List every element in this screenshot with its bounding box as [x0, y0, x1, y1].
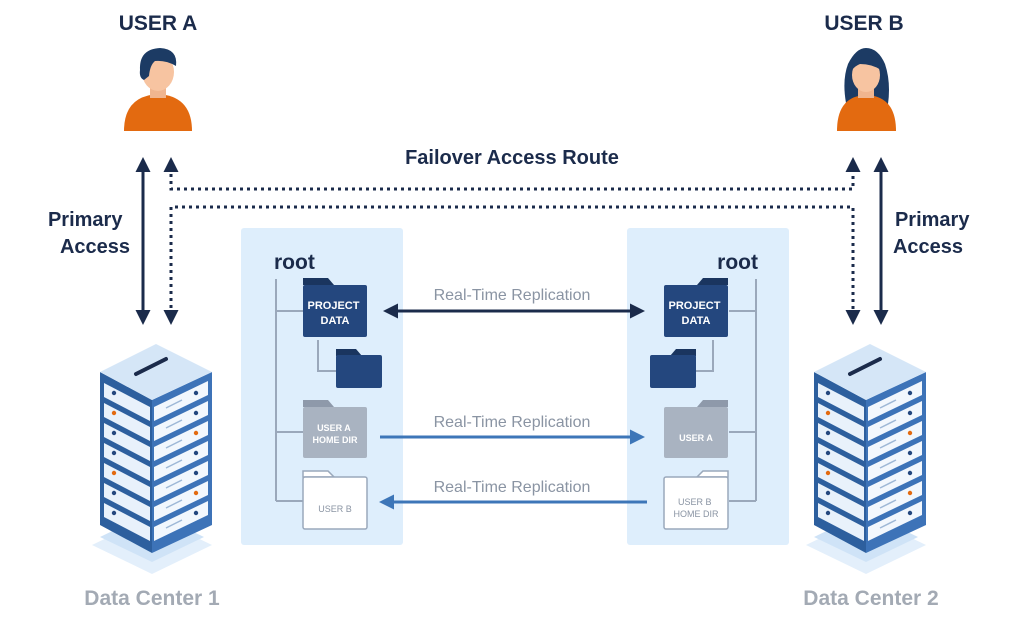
data-center-1-label: Data Center 1	[84, 587, 220, 610]
failover-route-label: Failover Access Route	[405, 147, 619, 169]
data-center-2-label: Data Center 2	[803, 587, 938, 610]
left-project-data-label: PROJECT DATA	[307, 300, 362, 327]
user-b-avatar-icon	[837, 48, 896, 131]
replication-label-1: Real-Time Replication	[434, 287, 591, 304]
failover-route-upper	[163, 157, 861, 191]
user-b-title: USER B	[824, 12, 903, 35]
replication-label-3: Real-Time Replication	[434, 479, 591, 496]
user-a-title: USER A	[119, 12, 198, 35]
right-user-a-label: USER A	[679, 433, 713, 443]
right-user-a-folder-icon	[664, 400, 728, 458]
right-project-data-label: PROJECT DATA	[668, 300, 723, 327]
left-tree-lines	[275, 279, 336, 502]
right-root-label: root	[717, 251, 758, 274]
left-user-a-label: USER A HOME DIR	[313, 423, 359, 445]
left-root-label: root	[274, 251, 315, 274]
right-subfolder-icon	[650, 349, 696, 388]
left-subfolder-icon	[336, 349, 382, 388]
data-center-1-server-icon	[92, 344, 212, 574]
failover-route-lower	[163, 205, 861, 325]
primary-access-label-right: Primary Access	[893, 209, 975, 258]
data-center-2-server-icon	[806, 344, 926, 574]
right-user-b-label: USER B HOME DIR	[674, 497, 720, 519]
right-tree-lines	[696, 279, 757, 502]
user-a-avatar-icon	[124, 48, 192, 131]
right-user-b-folder-icon	[663, 470, 729, 530]
left-user-b-label: USER B	[318, 504, 352, 514]
left-user-a-folder-icon	[303, 400, 367, 458]
right-project-data-folder-icon	[664, 278, 728, 337]
primary-access-label-left: Primary Access	[48, 209, 130, 258]
replication-label-2: Real-Time Replication	[434, 414, 591, 431]
left-project-data-folder-icon	[303, 278, 367, 337]
left-user-b-folder-icon	[302, 470, 368, 530]
